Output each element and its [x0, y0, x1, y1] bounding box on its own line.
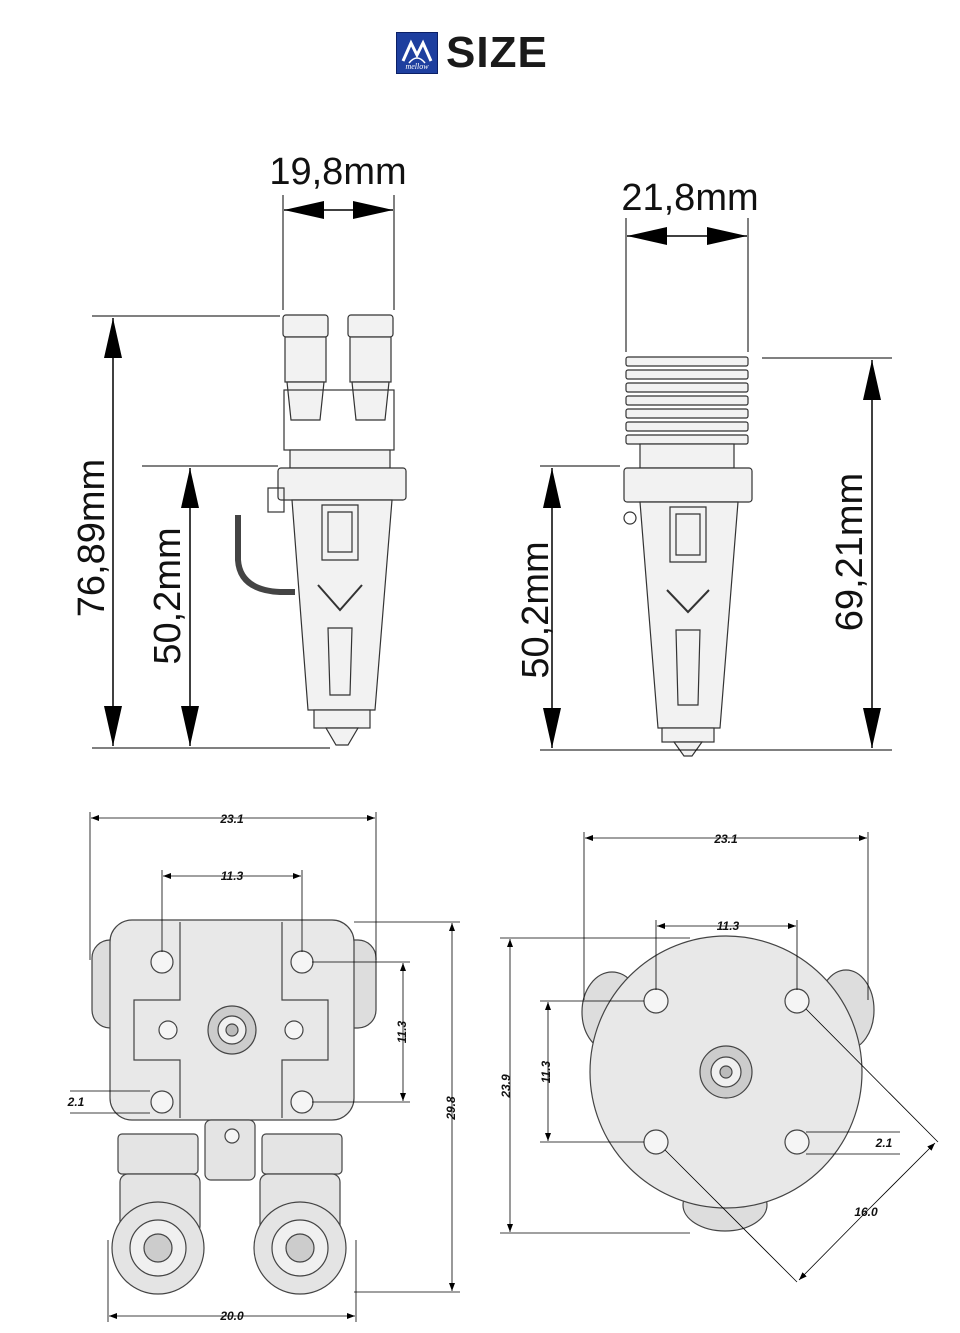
- plate-left: [91, 919, 377, 1121]
- page-title: SIZE: [446, 28, 548, 77]
- couplings-left: [111, 1119, 347, 1295]
- dim-br-height: 23.9: [499, 1074, 513, 1099]
- mellow-logo-icon: mellow: [396, 32, 438, 74]
- dim-bl-base-width: 20.0: [219, 1309, 244, 1323]
- dim-right-total-height: 69,21mm: [829, 473, 871, 631]
- dimension-lines-right: [540, 218, 892, 751]
- dimension-lines-left: [92, 195, 395, 749]
- logo-mark-icon: [401, 39, 433, 64]
- dim-br-diagonal: 16.0: [854, 1205, 878, 1219]
- plate-right: [581, 935, 875, 1232]
- dim-br-width: 23.1: [713, 832, 738, 846]
- side-view-right: 21,8mm 69,21mm 50,2mm: [515, 177, 892, 757]
- dim-bl-hole-spacing-y: 11.3: [395, 1020, 409, 1043]
- dim-bl-width: 23.1: [219, 812, 244, 826]
- dim-left-lower-height: 50,2mm: [147, 527, 189, 664]
- dimension-lines-bottom-right: [500, 832, 939, 1283]
- dim-br-offset: 2.1: [875, 1136, 893, 1150]
- side-view-left: 19,8mm 76,89mm 50,2mm: [71, 151, 407, 749]
- dim-bl-offset: 2.1: [67, 1095, 85, 1109]
- dim-right-lower-height: 50,2mm: [515, 541, 557, 678]
- dimension-lines-bottom-left: [70, 812, 460, 1322]
- dim-bl-hole-spacing-x: 11.3: [221, 869, 244, 883]
- bottom-view-right: 23.1 11.3 23.9 11.3 2.1 16.0: [499, 832, 939, 1283]
- logo-text: mellow: [405, 62, 429, 71]
- dim-right-width: 21,8mm: [621, 177, 758, 219]
- dim-br-hole-spacing-x: 11.3: [717, 919, 740, 933]
- dim-br-hole-spacing-y: 11.3: [539, 1060, 553, 1083]
- header: mellow SIZE: [0, 28, 960, 78]
- hotend-left-body: [235, 314, 407, 746]
- dim-left-total-height: 76,89mm: [71, 459, 113, 617]
- bottom-view-left: 23.1 11.3 11.3 29.8 2.1 20.0: [67, 812, 460, 1323]
- dim-left-width: 19,8mm: [269, 151, 406, 193]
- hotend-right-body: [623, 356, 753, 757]
- dim-bl-height: 29.8: [444, 1096, 458, 1121]
